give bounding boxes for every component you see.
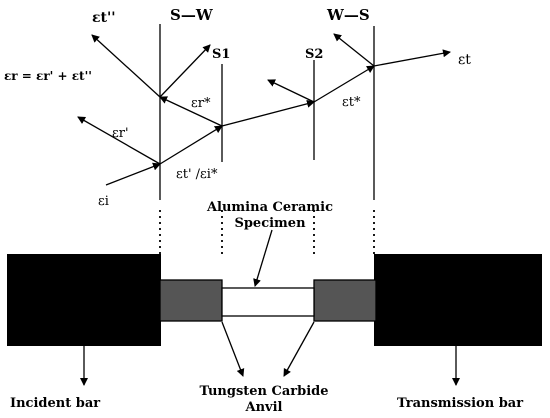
reflected-prime-arrow [77, 116, 161, 165]
interface-lines [159, 24, 375, 200]
eps-i-label: εi [98, 194, 109, 209]
sw-label: S—W [170, 6, 214, 24]
dotted-projections [159, 210, 375, 254]
eps-t-dprime-label: εt'' [92, 10, 116, 26]
specimen [221, 287, 315, 317]
pointer-arrows [80, 229, 460, 386]
anvil-left [159, 279, 223, 322]
ws-label: W—S [326, 6, 370, 24]
eps-r-star-label: εr* [191, 96, 211, 111]
wave-path [105, 49, 451, 186]
eps-t-over-i-label: εt' /εi* [176, 167, 218, 182]
eps-t-label: εt [458, 52, 471, 68]
incident-bar [7, 254, 161, 346]
incident-bar-label: Incident bar [10, 396, 100, 411]
anvil-right [313, 279, 377, 322]
reflected-total-arrow [91, 34, 161, 98]
transmission-bar-label: Transmission bar [397, 396, 523, 411]
transmission-bar [374, 254, 542, 346]
eps-r-equation: εr = εr' + εt'' [4, 69, 92, 83]
transmitted-wave-arrow [373, 49, 451, 67]
eps-t-star-label: εt* [342, 95, 361, 110]
incident-wave-arrow [105, 162, 161, 186]
branch-arrows [77, 33, 375, 165]
s2-label: S2 [305, 47, 323, 62]
eps-r-prime-label: εr' [112, 126, 129, 141]
s1-label: S1 [212, 47, 230, 62]
